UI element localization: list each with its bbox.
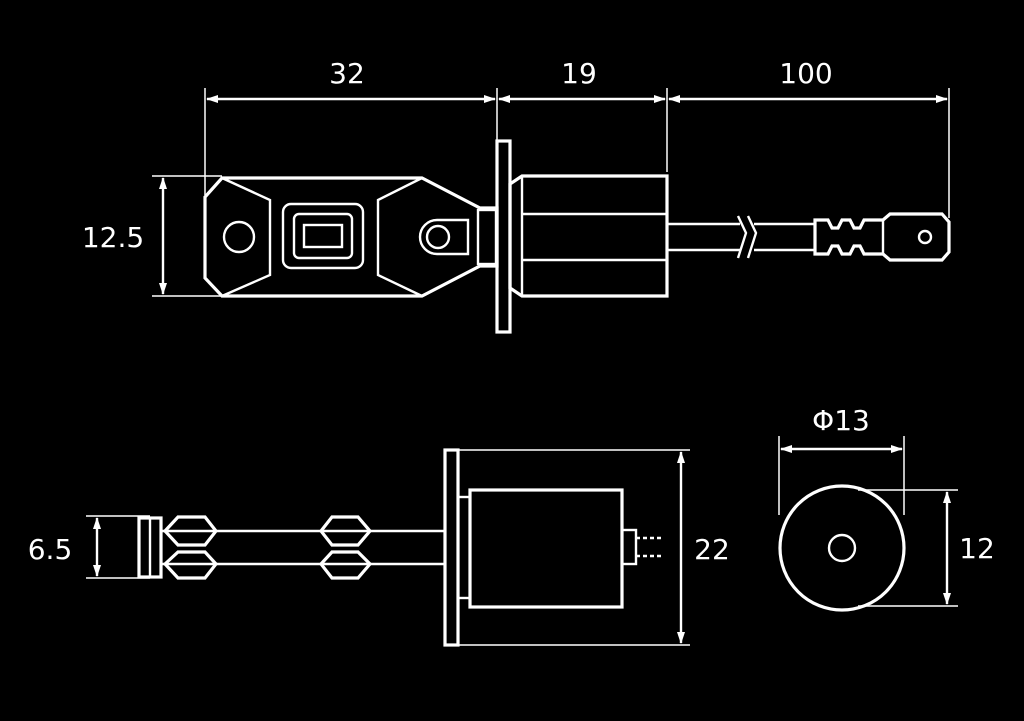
dim-base-width: 6.5 [28, 533, 73, 566]
dim-lead-length: 100 [779, 57, 832, 90]
dim-base-length: 32 [329, 57, 365, 90]
dim-diameter: Φ13 [812, 404, 870, 437]
end-view: Φ13 12 [778, 404, 995, 612]
dim-flange-height: 22 [694, 533, 730, 566]
top-view: 6.5 22 [28, 448, 730, 647]
side-view: 32 19 100 12.5 [82, 57, 951, 334]
dim-base-height: 12.5 [82, 221, 144, 254]
dim-end-height: 12 [959, 532, 995, 565]
dim-body-length: 19 [561, 57, 597, 90]
